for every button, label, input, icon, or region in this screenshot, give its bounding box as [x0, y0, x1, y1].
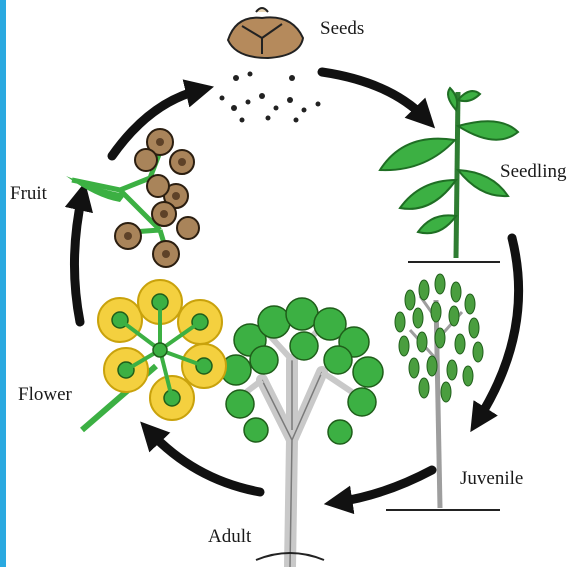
stage-label-juvenile: Juvenile: [460, 468, 523, 489]
flower-icon: [82, 280, 226, 430]
stage-label-seedling: Seedling: [500, 161, 567, 182]
arrow-juvenile-to-adult: [338, 470, 432, 502]
arrow-adult-to-flower: [150, 432, 260, 492]
stage-label-flower: Flower: [18, 384, 73, 405]
seed-pod-icon: [220, 8, 321, 123]
arrow-seedling-to-juvenile: [478, 238, 519, 420]
arrow-seeds-to-seedling: [322, 72, 425, 118]
stage-label-adult: Adult: [208, 526, 252, 547]
stage-label-seeds: Seeds: [320, 18, 364, 39]
arrow-flower-to-fruit: [74, 196, 82, 322]
seedling-icon: [380, 88, 518, 262]
stage-label-fruit: Fruit: [10, 183, 48, 204]
